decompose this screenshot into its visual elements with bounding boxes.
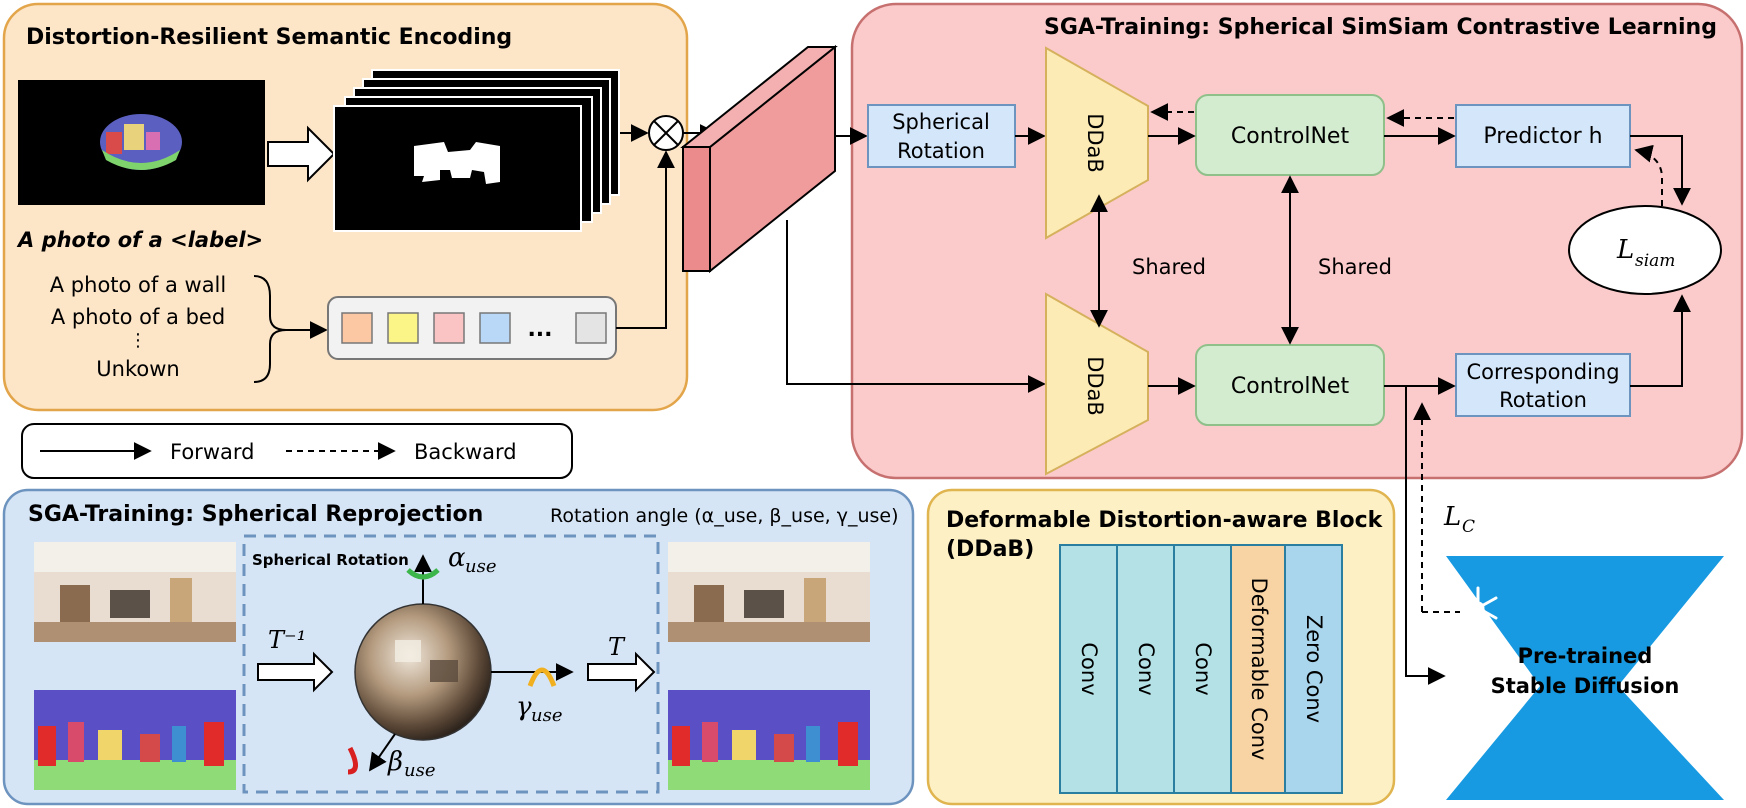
beta-rotation-icon bbox=[347, 746, 358, 775]
conv-layer-1-label: Conv bbox=[1077, 642, 1101, 695]
prompt-vertical-ellipsis: ⋮ bbox=[129, 330, 147, 351]
panorama-input bbox=[18, 80, 265, 205]
spherical-rotation-line1: Spherical bbox=[892, 110, 990, 134]
alpha-subscript: use bbox=[465, 556, 496, 577]
gamma-subscript: use bbox=[531, 705, 562, 726]
conv-layer-2 bbox=[1116, 544, 1175, 794]
token-ellipsis: ... bbox=[527, 317, 552, 342]
transform-label: T bbox=[608, 633, 626, 661]
prompt-template: A photo of a <label> bbox=[16, 228, 263, 252]
inverse-transform-label: T⁻¹ bbox=[268, 626, 306, 654]
prompt-wall: A photo of a wall bbox=[50, 273, 226, 297]
diffusion-unet-shape bbox=[1446, 556, 1724, 800]
siam-loss-symbol: L bbox=[1616, 235, 1634, 265]
ddab-top-encoder bbox=[1045, 46, 1149, 240]
simsiam-panel: SGA-Training: Spherical SimSiam Contrast… bbox=[786, 2, 1744, 480]
simsiam-title: SGA-Training: Spherical SimSiam Contrast… bbox=[1044, 15, 1717, 40]
multiply-operator bbox=[648, 115, 684, 151]
conv-layer-1 bbox=[1059, 544, 1118, 794]
corresponding-rotation-line2: Rotation bbox=[1499, 388, 1587, 412]
ddab-panel-title-line2: (DDaB) bbox=[946, 537, 1034, 562]
stable-diffusion-block: L C Pre-trained Stable Diffusion bbox=[1405, 386, 1724, 800]
beta-subscript: use bbox=[404, 760, 435, 781]
text-embedding-tokens: ... bbox=[327, 296, 617, 360]
inverse-transform-arrow bbox=[257, 651, 334, 693]
prompt-unknown: Unkown bbox=[96, 357, 179, 381]
semantic-feature-block bbox=[680, 44, 838, 274]
semantic-encoding-panel: Distortion-Resilient Semantic Encoding A… bbox=[2, 2, 689, 412]
legend-backward-label: Backward bbox=[414, 440, 517, 464]
spherical-rotation-caption: Spherical Rotation bbox=[252, 551, 409, 569]
hollow-arrow bbox=[267, 125, 336, 183]
deformable-conv-label: Deformable Conv bbox=[1247, 578, 1271, 761]
legend: Forward Backward bbox=[21, 423, 573, 479]
panorama-rgb-right bbox=[668, 542, 870, 642]
transform-arrow bbox=[587, 651, 656, 693]
reprojection-panel: SGA-Training: Spherical Reprojection Rot… bbox=[2, 488, 915, 806]
rotation-angle-label: Rotation angle (α_use, β_use, γ_use) bbox=[550, 505, 899, 527]
beta-axis bbox=[368, 733, 396, 772]
legend-forward-label: Forward bbox=[170, 440, 254, 464]
corresponding-rotation-box bbox=[1455, 353, 1631, 417]
panorama-sphere bbox=[354, 603, 492, 741]
diffusion-label-line2: Stable Diffusion bbox=[1491, 674, 1680, 698]
consistency-loss-symbol: L bbox=[1443, 502, 1461, 532]
shared-ddab-label: Shared bbox=[1132, 255, 1206, 279]
beta-symbol: β bbox=[387, 747, 403, 777]
ddab-panel-title-line1: Deformable Distortion-aware Block bbox=[946, 508, 1384, 533]
mask-stack bbox=[333, 69, 620, 232]
controlnet-bottom-label: ControlNet bbox=[1231, 374, 1350, 399]
spherical-rotation-region bbox=[242, 534, 660, 794]
deformable-conv-layer bbox=[1230, 544, 1286, 794]
shared-controlnet-label: Shared bbox=[1318, 255, 1392, 279]
semantic-encoding-title: Distortion-Resilient Semantic Encoding bbox=[26, 25, 512, 50]
gamma-rotation-icon bbox=[527, 667, 557, 687]
consistency-loss-subscript: C bbox=[1462, 517, 1475, 537]
ddab-bottom-label: DDaB bbox=[1083, 356, 1107, 416]
ddab-top-label: DDaB bbox=[1083, 113, 1107, 173]
gamma-symbol: γ bbox=[516, 692, 532, 722]
panorama-rgb-left bbox=[34, 542, 236, 642]
predictor-box bbox=[1455, 104, 1631, 168]
alpha-rotation-icon bbox=[406, 568, 440, 580]
zero-conv-label: Zero Conv bbox=[1302, 615, 1326, 723]
spherical-rotation-line2: Rotation bbox=[897, 139, 985, 163]
reprojection-title: SGA-Training: Spherical Reprojection bbox=[28, 502, 483, 527]
diffusion-label-line1: Pre-trained bbox=[1518, 644, 1653, 668]
frozen-snowflake-icon bbox=[1458, 586, 1498, 630]
conv-layer-2-label: Conv bbox=[1134, 642, 1158, 695]
panorama-semantic-right bbox=[668, 690, 870, 790]
corresponding-rotation-line1: Corresponding bbox=[1466, 360, 1619, 384]
conv-layer-3-label: Conv bbox=[1191, 642, 1215, 695]
zero-conv-layer bbox=[1284, 544, 1343, 794]
ddab-detail-panel: Deformable Distortion-aware Block (DDaB)… bbox=[926, 488, 1396, 806]
ddab-bottom-encoder bbox=[1045, 292, 1149, 476]
siam-loss-subscript: siam bbox=[1635, 251, 1675, 271]
controlnet-top-label: ControlNet bbox=[1231, 124, 1350, 149]
spherical-rotation-box bbox=[867, 104, 1016, 168]
predictor-label: Predictor h bbox=[1483, 124, 1602, 149]
conv-layer-3 bbox=[1173, 544, 1232, 794]
panorama-semantic-left bbox=[34, 690, 236, 790]
prompt-bed: A photo of a bed bbox=[51, 305, 225, 329]
siam-loss bbox=[1568, 205, 1722, 295]
prompt-list: A photo of a wall A photo of a bed ⋮ Unk… bbox=[50, 273, 226, 381]
alpha-symbol: α bbox=[448, 543, 466, 573]
